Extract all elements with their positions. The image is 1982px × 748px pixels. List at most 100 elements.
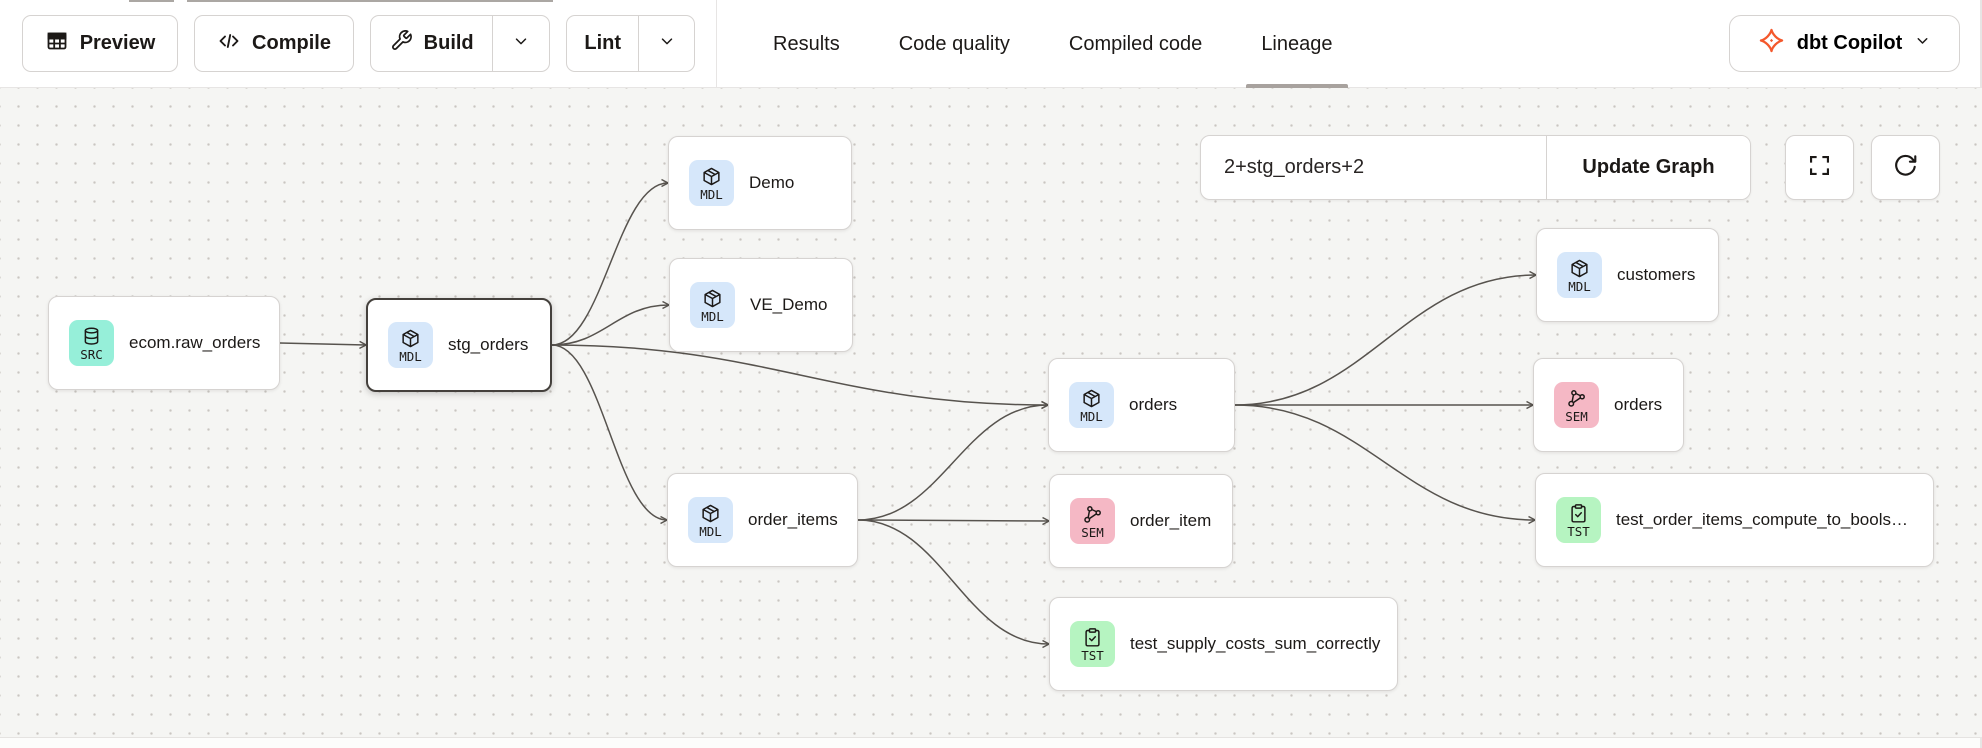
lint-label: Lint (584, 32, 622, 54)
cube-icon (1569, 258, 1590, 279)
lineage-node-orders_sem[interactable]: SEM orders (1533, 358, 1684, 452)
selector-group: Update Graph (1200, 135, 1751, 200)
lineage-node-order_item_sem[interactable]: SEM order_item (1049, 474, 1233, 568)
node-label: orders (1129, 395, 1178, 414)
node-type-label: MDL (700, 186, 723, 202)
refresh-icon (1892, 152, 1919, 184)
lineage-node-customers[interactable]: MDL customers (1536, 228, 1719, 322)
toolbar: Preview Compile Build (0, 0, 1980, 88)
compile-label: Compile (252, 32, 331, 54)
node-type-badge: MDL (1069, 382, 1114, 428)
clipboard-check-icon (1082, 627, 1103, 648)
tab-label: Lineage (1261, 32, 1333, 55)
build-label: Build (423, 32, 474, 54)
database-icon (81, 326, 102, 347)
cube-icon (400, 328, 421, 349)
edge-stg_orders-to-ve_demo (551, 300, 671, 346)
file-tab-edge (129, 0, 174, 2)
selector-input[interactable] (1201, 136, 1546, 199)
cube-icon (702, 288, 723, 309)
cube-icon (1081, 388, 1102, 409)
lineage-node-src_raw_orders[interactable]: SRC ecom.raw_orders (48, 296, 280, 390)
dbt-copilot-button[interactable]: dbt Copilot (1729, 15, 1960, 72)
copilot-label: dbt Copilot (1796, 32, 1903, 54)
build-split-button: Build (370, 15, 550, 72)
build-button[interactable]: Build (371, 16, 492, 71)
refresh-button[interactable] (1871, 135, 1940, 200)
edge-order_items-to-orders_mdl (857, 400, 1050, 521)
lineage-edges (279, 178, 1538, 649)
tab-results[interactable]: Results (758, 0, 855, 88)
node-label: test_order_items_compute_to_bools_c... (1616, 510, 1924, 529)
node-type-badge: MDL (1557, 252, 1602, 298)
node-type-label: SRC (80, 346, 103, 362)
edge-order_items-to-tst_supply (857, 519, 1051, 649)
node-type-label: MDL (1568, 278, 1591, 294)
file-tab-edge (187, 0, 553, 2)
node-type-badge: MDL (689, 160, 734, 206)
lineage-node-tst_supply[interactable]: TST test_supply_costs_sum_correctly (1049, 597, 1398, 691)
node-label: ecom.raw_orders (129, 333, 261, 352)
wrench-icon (390, 29, 413, 58)
node-type-badge: SRC (69, 320, 114, 366)
preview-label: Preview (79, 32, 156, 54)
lint-button[interactable]: Lint (567, 16, 638, 71)
node-label: Demo (749, 173, 795, 192)
node-type-label: TST (1081, 647, 1104, 663)
tab-label: Results (773, 32, 840, 55)
edge-stg_orders-to-orders_mdl (551, 344, 1050, 410)
edge-orders_mdl-to-customers (1234, 270, 1538, 406)
graph-controls: Update Graph (1200, 135, 1751, 200)
chevron-down-icon (512, 32, 530, 55)
tab-label: Compiled code (1068, 32, 1203, 55)
node-label: order_item (1130, 511, 1212, 530)
lineage-node-order_items[interactable]: MDL order_items (667, 473, 858, 567)
node-type-label: MDL (699, 523, 722, 539)
node-type-label: MDL (1080, 408, 1103, 424)
node-label: test_supply_costs_sum_correctly (1130, 634, 1381, 653)
node-type-badge: SEM (1070, 498, 1115, 544)
cube-icon (700, 503, 721, 524)
build-dropdown-button[interactable] (492, 16, 549, 71)
chevron-down-icon (1914, 32, 1931, 55)
node-label: customers (1617, 265, 1696, 284)
node-type-label: TST (1567, 523, 1590, 539)
lint-dropdown-button[interactable] (638, 16, 694, 71)
update-graph-button[interactable]: Update Graph (1546, 136, 1750, 199)
node-label: VE_Demo (750, 295, 828, 314)
tab-code-quality[interactable]: Code quality (884, 0, 1025, 88)
preview-button[interactable]: Preview (22, 15, 178, 72)
edge-stg_orders-to-demo (551, 178, 670, 346)
tab-compiled-code[interactable]: Compiled code (1054, 0, 1217, 88)
tab-label: Code quality (898, 32, 1010, 55)
lineage-node-orders_mdl[interactable]: MDL orders (1048, 358, 1235, 452)
node-type-badge: MDL (388, 322, 433, 368)
fullscreen-icon (1806, 152, 1833, 184)
edge-stg_orders-to-order_items (551, 344, 669, 525)
bottom-strip (0, 737, 1980, 748)
fullscreen-button[interactable] (1785, 135, 1854, 200)
chevron-down-icon (658, 32, 676, 55)
compile-button[interactable]: Compile (194, 15, 354, 72)
toolbar-separator (716, 0, 717, 88)
node-type-label: MDL (399, 348, 422, 364)
tab-lineage[interactable]: Lineage (1246, 0, 1348, 88)
node-label: orders (1614, 395, 1663, 414)
node-type-badge: TST (1556, 497, 1601, 543)
dbt-logo-icon (1758, 27, 1785, 60)
node-type-label: SEM (1565, 408, 1588, 424)
node-type-badge: MDL (688, 497, 733, 543)
node-type-label: SEM (1081, 524, 1104, 540)
node-type-badge: SEM (1554, 382, 1599, 428)
edge-order_items-to-order_item_sem (857, 516, 1051, 526)
node-type-badge: TST (1070, 621, 1115, 667)
node-label: order_items (748, 510, 838, 529)
result-tabs: Results Code quality Compiled code Lineage (758, 0, 1348, 88)
lineage-node-demo[interactable]: MDL Demo (668, 136, 852, 230)
lineage-node-tst_order_items[interactable]: TST test_order_items_compute_to_bools_c..… (1535, 473, 1934, 567)
semantic-graph-icon (1082, 504, 1103, 525)
